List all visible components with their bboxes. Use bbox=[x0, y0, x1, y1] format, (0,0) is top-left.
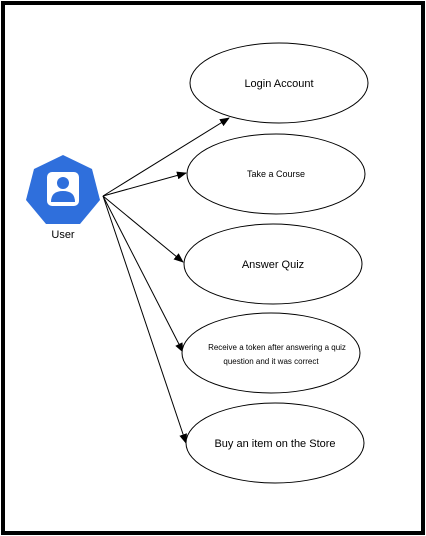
actor-user[interactable]: User bbox=[26, 155, 100, 241]
use-case-quiz[interactable]: Answer Quiz bbox=[183, 223, 363, 305]
use-case-label: Login Account bbox=[244, 78, 313, 90]
associations bbox=[102, 117, 230, 444]
association-arrow-token bbox=[102, 195, 184, 353]
use-case-ellipse bbox=[186, 133, 366, 215]
association-arrow-login bbox=[102, 117, 230, 197]
use-case-ellipse bbox=[185, 402, 365, 484]
use-case-label: Buy an item on the Store bbox=[214, 438, 335, 450]
use-case-ellipse bbox=[183, 223, 363, 305]
use-case-ellipse bbox=[189, 42, 369, 124]
association-arrow-store bbox=[102, 195, 187, 444]
use-case-login[interactable]: Login Account bbox=[189, 42, 369, 124]
use-case-token[interactable]: Receive a token after answering a quiz q… bbox=[181, 312, 361, 394]
use-case-label-line-2: question and it was correct bbox=[223, 357, 319, 366]
use-case-label: Answer Quiz bbox=[242, 259, 304, 271]
use-case-label-line-1: Receive a token after answering a quiz bbox=[208, 343, 346, 352]
use-case-store[interactable]: Buy an item on the Store bbox=[185, 402, 365, 484]
person-glyph bbox=[47, 172, 79, 206]
actor-label: User bbox=[51, 229, 75, 241]
association-arrow-course bbox=[102, 171, 187, 197]
use-case-course[interactable]: Take a Course bbox=[186, 133, 366, 215]
use-case-label: Take a Course bbox=[247, 169, 305, 179]
association-arrow-quiz bbox=[102, 195, 184, 263]
use-case-ellipse bbox=[181, 312, 361, 394]
